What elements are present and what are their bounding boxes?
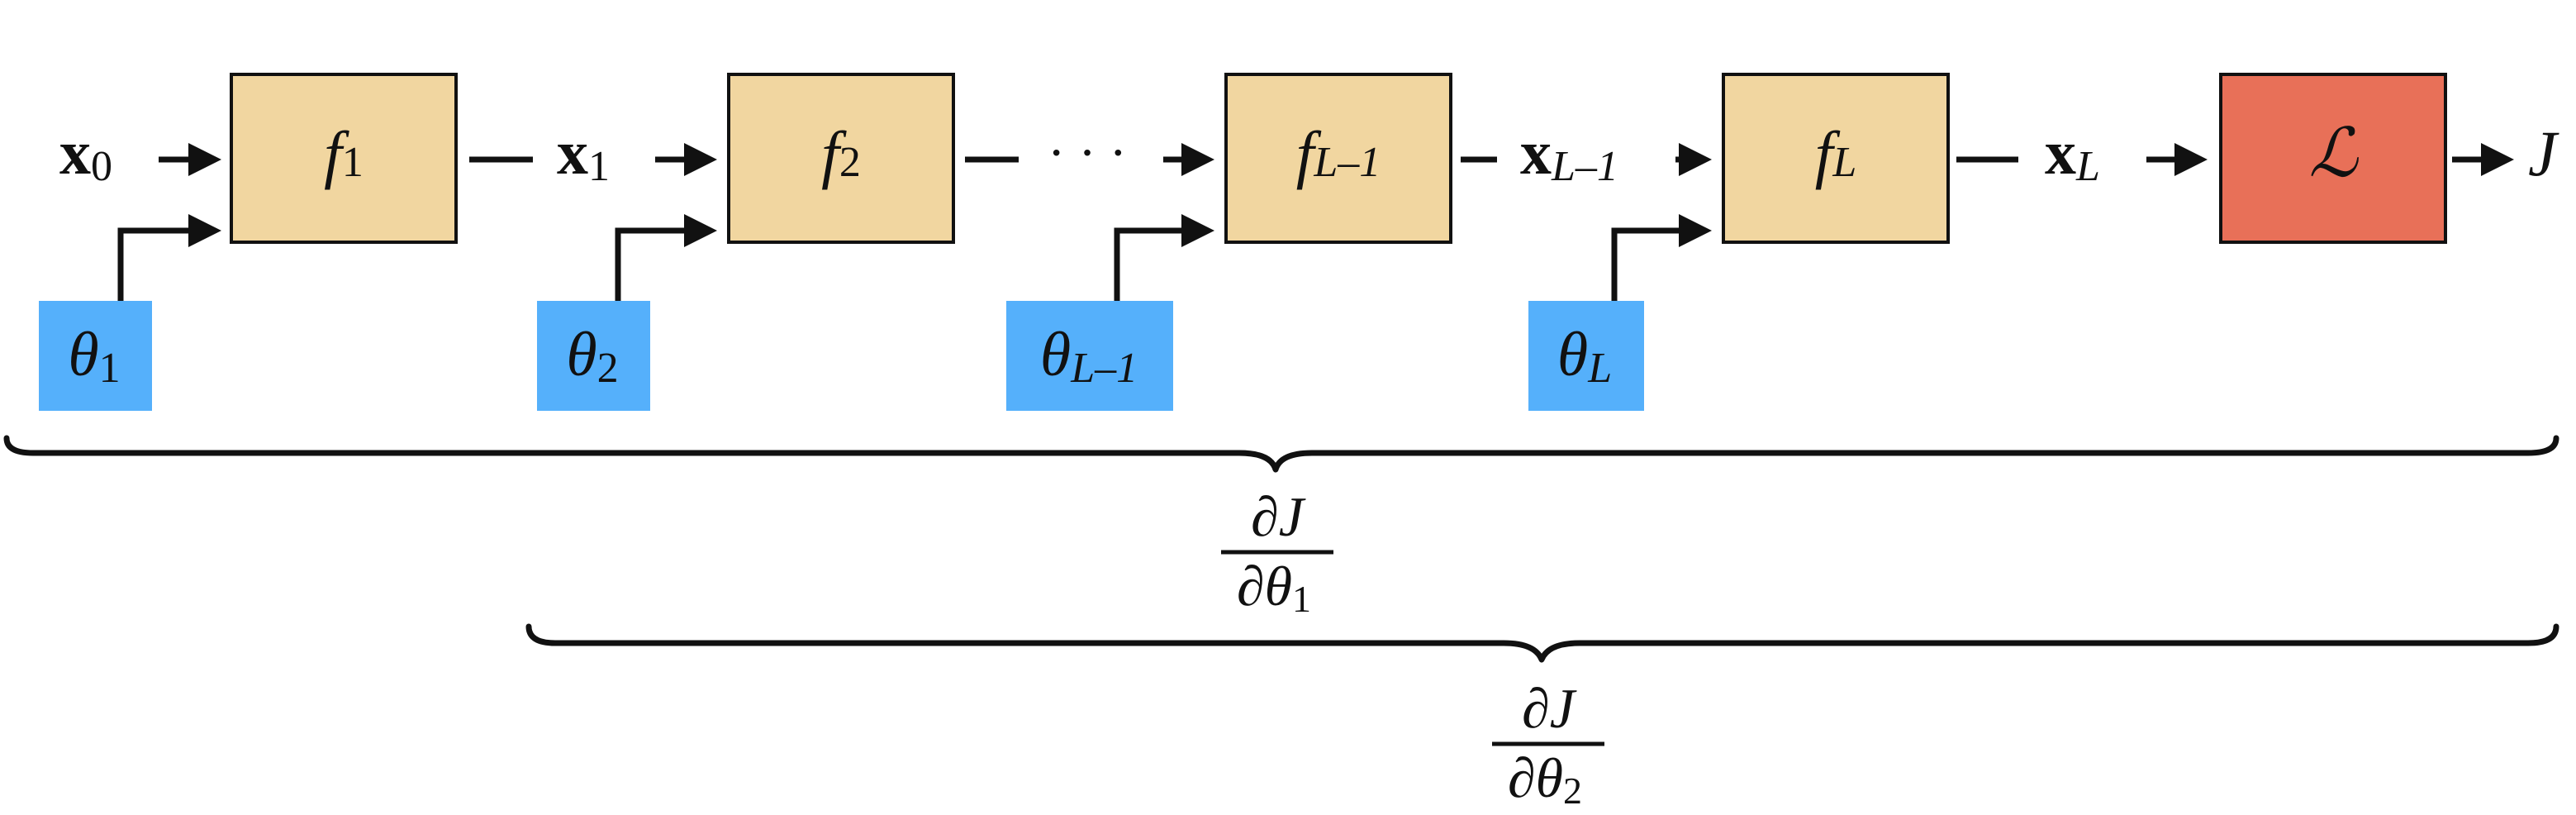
arrowhead-ellipsis-fL1 <box>1181 143 1214 176</box>
arrowhead-xL-loss <box>2174 143 2208 176</box>
param-box-thetaL: θL <box>1528 301 1644 411</box>
output-J: J <box>2528 117 2559 189</box>
gradient2-denominator: ∂θ2 <box>1508 746 1582 812</box>
arrowhead-xL1-fL <box>1679 143 1712 176</box>
function-box-f2: f2 <box>727 73 955 244</box>
label-x0: x0 <box>59 118 112 190</box>
param-arrowhead-theta2 <box>684 214 717 247</box>
param-label-thetaL: θL <box>1557 320 1612 392</box>
param-arrow-theta1 <box>117 227 190 301</box>
function-box-f1-rect <box>230 73 458 244</box>
function-box-fL1: fL–1 <box>1224 73 1452 244</box>
brace-theta2 <box>525 623 2559 663</box>
loss-box: ℒ <box>2219 73 2447 244</box>
label-x1: x1 <box>557 118 610 190</box>
param-label-theta1: θ1 <box>68 320 120 392</box>
arrowhead-x0-f1 <box>188 143 221 176</box>
param-box-theta2-rect <box>537 301 650 411</box>
function-box-fL1-rect <box>1224 73 1452 244</box>
param-box-theta1-rect <box>39 301 152 411</box>
arrowhead-loss-J <box>2481 143 2514 176</box>
ellipsis: · · · <box>1048 123 1127 182</box>
brace-theta1 <box>3 435 2559 473</box>
gradient-dJ-dtheta1: ∂J ∂θ1 <box>1221 485 1333 620</box>
param-box-theta1: θ1 <box>39 301 152 411</box>
function-box-f1: f1 <box>230 73 458 244</box>
loss-box-rect <box>2219 73 2447 244</box>
gradient-dJ-dtheta2: ∂J ∂θ2 <box>1492 677 1604 812</box>
function-label-fL1: fL–1 <box>1296 118 1381 190</box>
param-arrowhead-thetaL1 <box>1181 214 1214 247</box>
gradient1-numerator: ∂J <box>1251 485 1306 548</box>
gradient2-numerator: ∂J <box>1522 677 1577 740</box>
param-arrow-thetaL <box>1611 227 1680 301</box>
label-xL: xL <box>2045 118 2100 190</box>
param-label-theta2: θ2 <box>566 320 618 392</box>
param-box-theta2: θ2 <box>537 301 650 411</box>
label-xL1: xL–1 <box>1520 118 1618 190</box>
function-box-f2-rect <box>727 73 955 244</box>
gradient1-denominator: ∂θ1 <box>1237 555 1311 620</box>
param-arrowhead-theta1 <box>188 214 221 247</box>
function-box-fL-rect <box>1722 73 1950 244</box>
param-arrowhead-thetaL <box>1679 214 1712 247</box>
param-box-thetaL1: θL–1 <box>1006 301 1173 411</box>
param-box-thetaL1-rect <box>1006 301 1173 411</box>
loss-symbol: ℒ <box>2308 116 2359 191</box>
param-arrow-thetaL1 <box>1114 227 1183 301</box>
param-label-thetaL1: θL–1 <box>1040 320 1138 392</box>
param-arrow-theta2 <box>615 227 686 301</box>
arrowhead-x1-f2 <box>684 143 717 176</box>
function-box-fL: fL <box>1722 73 1950 244</box>
param-box-thetaL-rect <box>1528 301 1644 411</box>
